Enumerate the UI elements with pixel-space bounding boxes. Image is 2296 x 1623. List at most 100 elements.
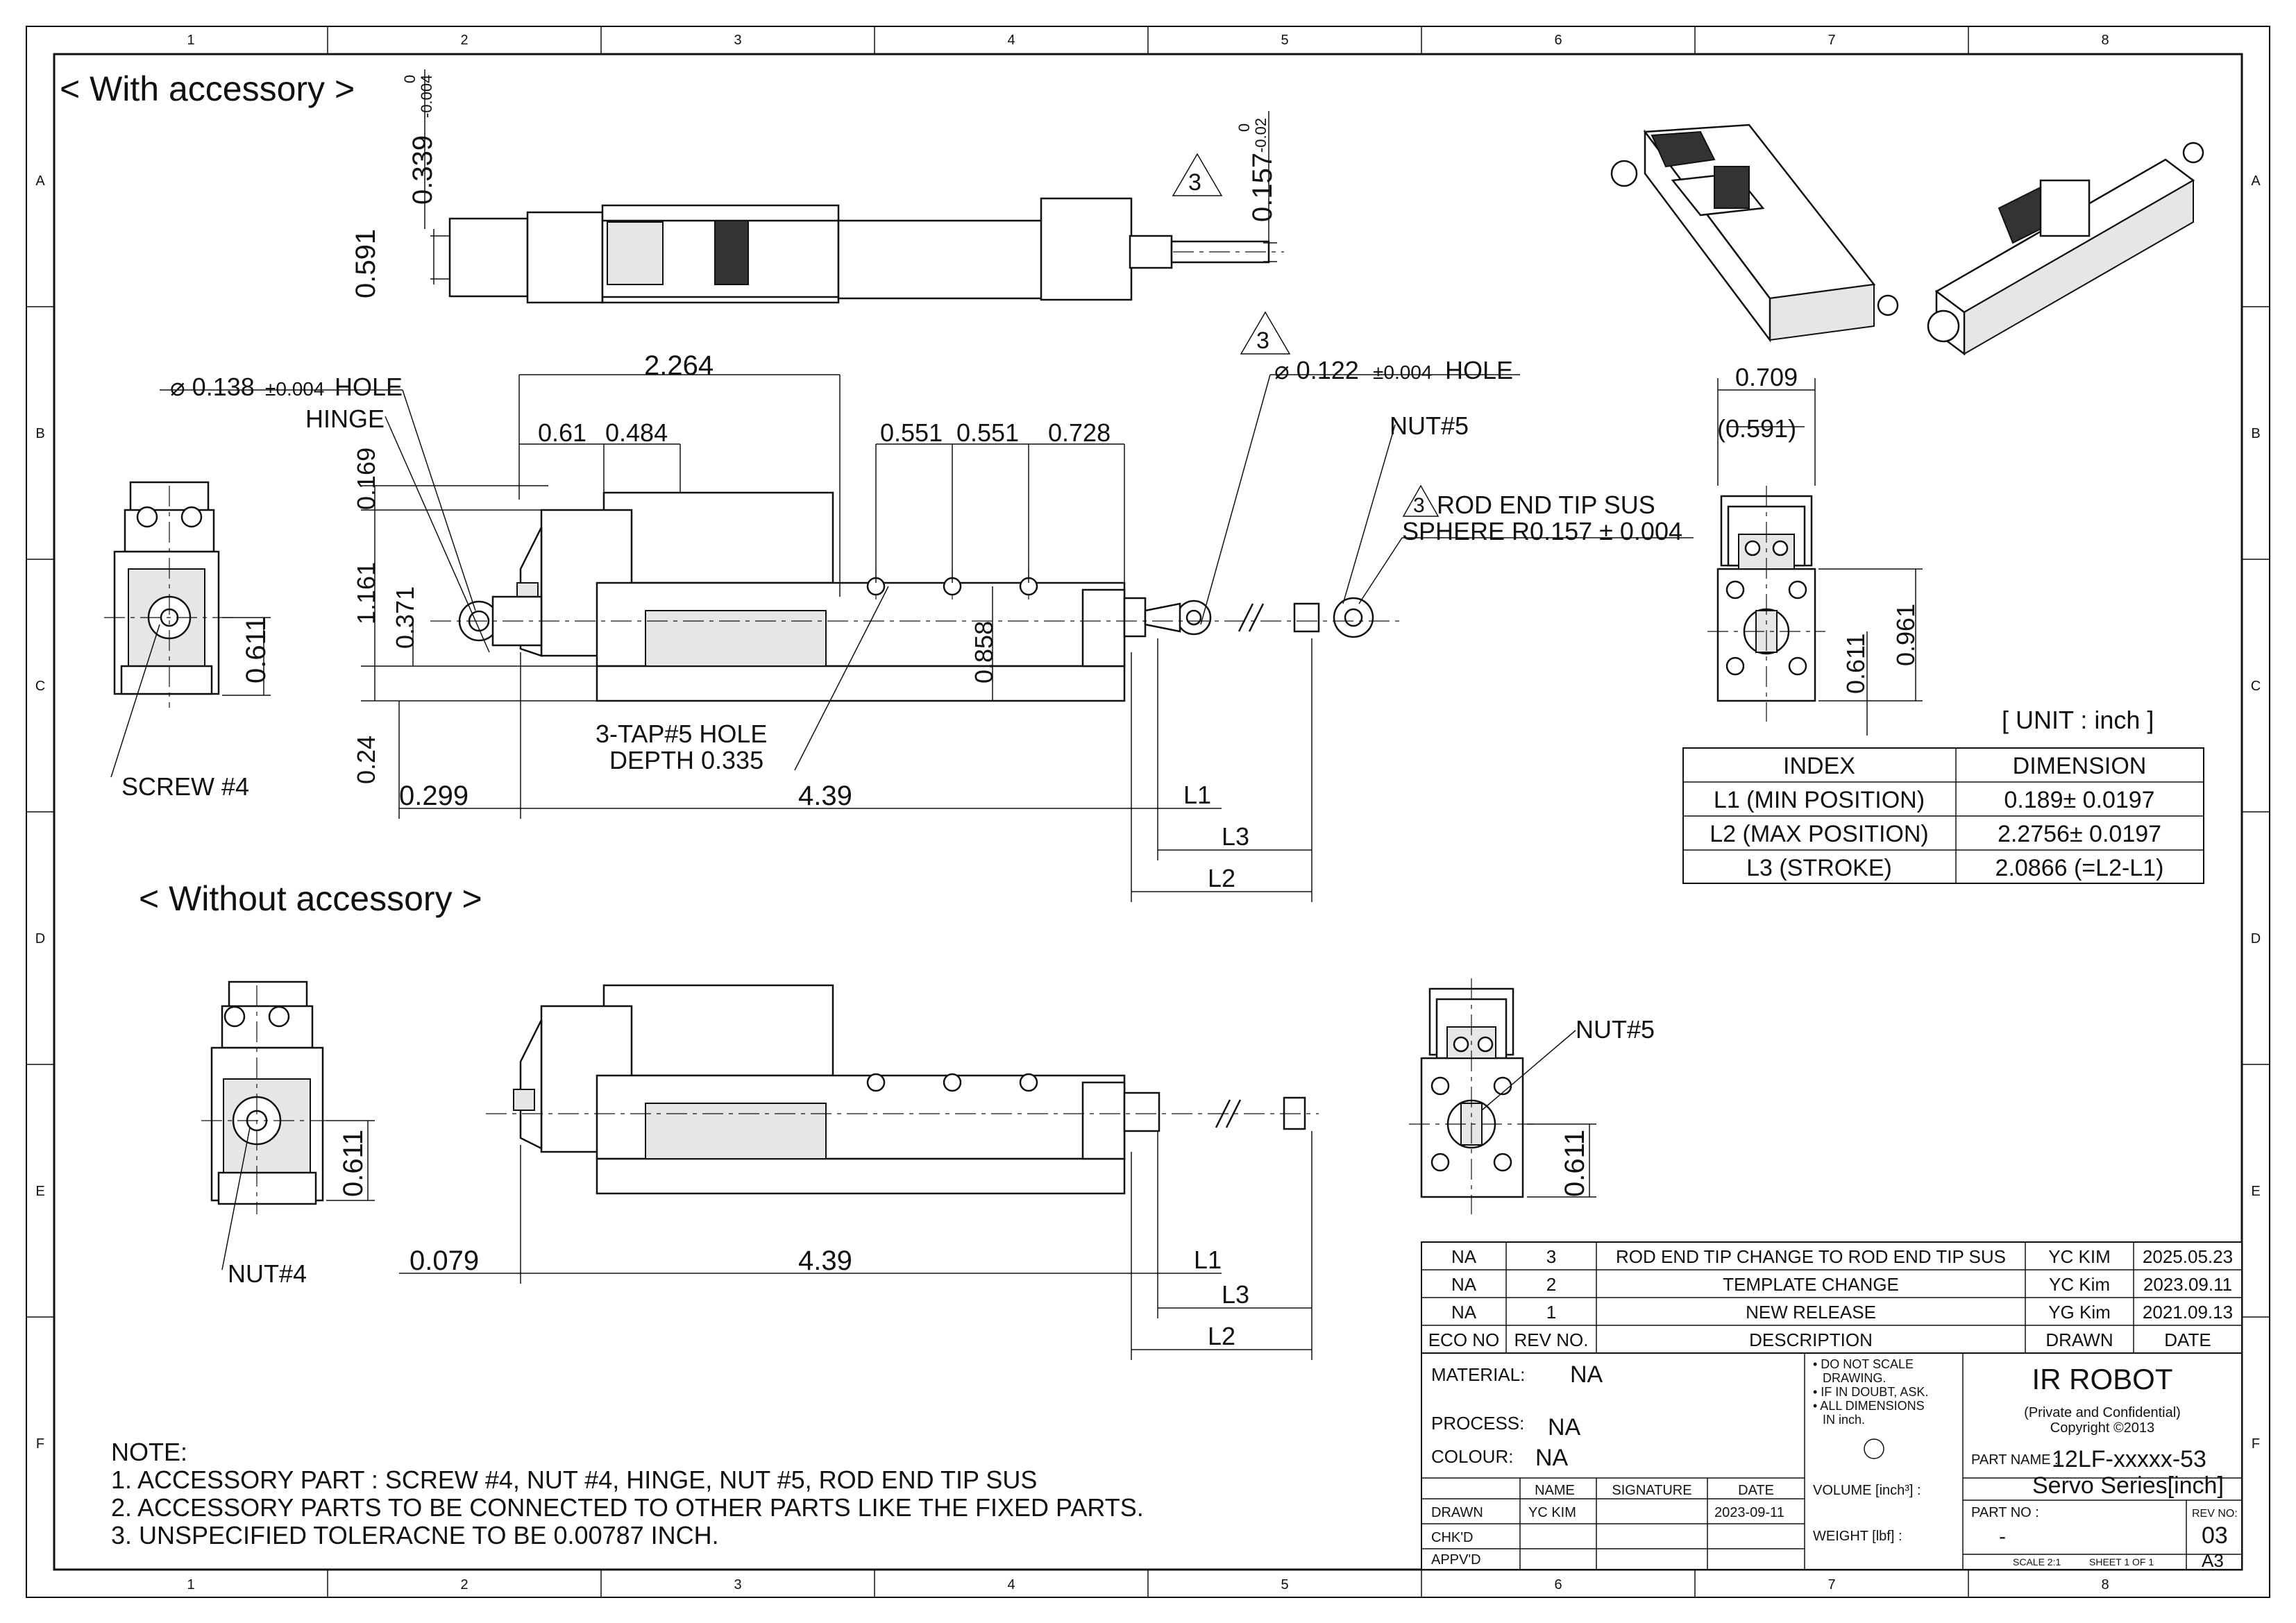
dim-439-without: 4.39: [798, 1246, 852, 1276]
grid-row-label: E: [2251, 1184, 2260, 1199]
index-header-index: INDEX: [1783, 753, 1855, 779]
dim-0551a: 0.551: [880, 418, 943, 447]
index-row-3-index: L3 (STROKE): [1746, 855, 1892, 881]
grid-col-label: 8: [2101, 1577, 2109, 1592]
tb-colour: NA: [1535, 1445, 1569, 1471]
dim-0611-right: 0.611: [1841, 634, 1870, 694]
grid-col-label: 3: [734, 33, 741, 48]
section-title-without: < Without accessory >: [139, 879, 482, 918]
left-end-view-with: [104, 481, 271, 708]
grid-row-label: A: [2251, 173, 2261, 189]
rev-row-1-desc: ROD END TIP CHANGE TO ROD END TIP SUS: [1616, 1246, 2006, 1267]
rev-mark-3: 3: [1413, 494, 1425, 517]
iso-view-left: [1610, 124, 1899, 343]
dim-2264: 2.264: [644, 350, 714, 381]
grid-col-label: 6: [1554, 33, 1562, 48]
grid-row-label: B: [2251, 426, 2260, 441]
notes-title: NOTE:: [111, 1438, 187, 1466]
dim-0371: 0.371: [391, 586, 419, 649]
tb-private-1: (Private and Confidential): [2024, 1405, 2181, 1420]
label-hole-left-suffix: HOLE: [335, 373, 403, 401]
tb-note-3: • IF IN DOUBT, ASK.: [1813, 1385, 1928, 1399]
dim-0858: 0.858: [970, 621, 998, 683]
rev-row-3-eco: NA: [1451, 1302, 1477, 1323]
dim-1161: 1.161: [352, 562, 380, 624]
tb-material: NA: [1570, 1361, 1603, 1388]
grid-col-label: 3: [734, 1577, 741, 1592]
rev-row-2-eco: NA: [1451, 1274, 1477, 1295]
rev-row-3-desc: NEW RELEASE: [1746, 1302, 1876, 1323]
label-tap-2: DEPTH 0.335: [609, 746, 763, 774]
dim-0551b: 0.551: [956, 418, 1019, 447]
index-row-2-dim: 2.2756± 0.0197: [1998, 821, 2161, 847]
dim-l3-with: L3: [1222, 822, 1249, 851]
rev-row-1-drawn: YC KIM: [2048, 1246, 2111, 1267]
dim-439-with: 4.39: [798, 781, 852, 811]
tb-note-4: • ALL DIMENSIONS: [1813, 1399, 1925, 1413]
dim-0079: 0.079: [410, 1246, 479, 1276]
dim-0611-left: 0.611: [241, 616, 271, 683]
index-row-1-index: L1 (MIN POSITION): [1714, 787, 1925, 813]
dim-rod-tol-hi: 0: [1235, 124, 1253, 132]
left-end-view-without: [201, 980, 375, 1271]
rev-row-1-date: 2025.05.23: [2143, 1246, 2233, 1267]
grid-col-label: 2: [460, 33, 468, 48]
label-hole-left-tol: ±0.004: [265, 378, 324, 400]
tb-part-series: Servo Series[inch]: [2032, 1472, 2224, 1499]
label-tap-1: 3-TAP#5 HOLE: [596, 720, 767, 748]
rev-row-2-drawn: YC Kim: [2049, 1274, 2110, 1295]
tb-material-label: MATERIAL:: [1431, 1364, 1525, 1385]
tb-col-signature: SIGNATURE: [1612, 1483, 1691, 1498]
tb-volume-label: VOLUME [inch³] :: [1813, 1483, 1921, 1498]
label-hole-left: ⌀ 0.138: [170, 373, 255, 401]
dim-0169: 0.169: [352, 448, 380, 510]
dim-l1-without: L1: [1194, 1246, 1222, 1274]
dim-0611-left-without: 0.611: [338, 1130, 369, 1197]
grid-col-label: 6: [1554, 1577, 1562, 1592]
tb-colour-label: COLOUR:: [1431, 1446, 1513, 1467]
grid-row-label: E: [35, 1184, 44, 1199]
dim-0484: 0.484: [605, 418, 668, 447]
tb-company: IR ROBOT: [2032, 1363, 2172, 1395]
rev-row-3-date: 2021.09.13: [2143, 1302, 2233, 1323]
grid-row-label: A: [35, 173, 45, 189]
top-view: [430, 197, 1284, 304]
label-hole-right-tol: ±0.004: [1373, 362, 1432, 383]
right-end-view-with: [1707, 378, 1923, 736]
grid-col-label: 7: [1827, 33, 1835, 48]
grid-col-label: 4: [1007, 1577, 1015, 1592]
rev-header-date: DATE: [2164, 1329, 2211, 1350]
tb-col-date: DATE: [1738, 1483, 1774, 1498]
tb-part-no-label: PART NO :: [1971, 1505, 2039, 1520]
label-rod-end-2: SPHERE R0.157 ± 0.004: [1402, 517, 1682, 545]
dim-0299: 0.299: [399, 781, 469, 811]
rev-row-2-desc: TEMPLATE CHANGE: [1723, 1274, 1899, 1295]
dim-rod-diameter: 0.157: [1247, 153, 1278, 222]
dim-l2-without: L2: [1208, 1322, 1235, 1350]
title-block: [1421, 1352, 2243, 1570]
label-nut4: NUT#4: [228, 1259, 307, 1288]
rev-header-desc: DESCRIPTION: [1749, 1329, 1873, 1350]
dim-0709: 0.709: [1735, 363, 1798, 391]
index-row-3-dim: 2.0866 (=L2-L1): [1995, 855, 2164, 881]
dim-l3-without: L3: [1222, 1280, 1249, 1309]
rev-row-2-rev: 2: [1546, 1274, 1556, 1295]
grid-row-label: F: [36, 1436, 44, 1452]
index-header-dimension: DIMENSION: [2013, 753, 2147, 779]
tb-col-name: NAME: [1535, 1483, 1575, 1498]
index-row-1-dim: 0.189± 0.0197: [2004, 787, 2154, 813]
front-view-with: [160, 374, 1694, 902]
tb-note-2: DRAWING.: [1823, 1371, 1886, 1385]
label-rod-end-1: ROD END TIP SUS: [1437, 491, 1655, 519]
grid-row-label: D: [35, 931, 45, 946]
label-screw4: SCREW #4: [121, 772, 249, 801]
grid-col-label: 7: [1827, 1577, 1835, 1592]
rev-mark-1: 3: [1188, 169, 1201, 196]
dim-top-tol-hi: 0: [401, 75, 419, 83]
label-hole-right-suffix: HOLE: [1445, 356, 1513, 384]
grid-col-label: 5: [1281, 33, 1288, 48]
dim-top-height: 0.339: [407, 135, 438, 205]
dim-l2-with: L2: [1208, 864, 1235, 892]
grid-col-label: 4: [1007, 33, 1015, 48]
